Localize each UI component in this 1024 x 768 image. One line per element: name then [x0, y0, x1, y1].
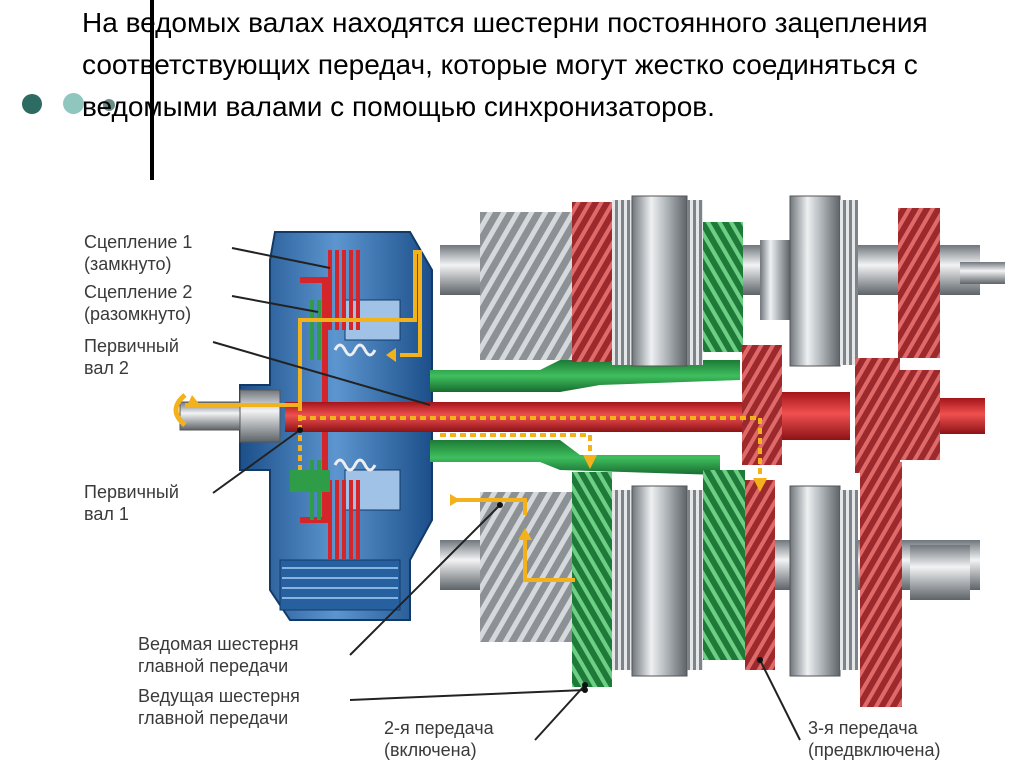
input-shaft-2-label: Первичный: [84, 336, 179, 356]
title-divider: [150, 0, 154, 180]
power-flow-arrowheads: [386, 348, 767, 540]
input-shaft-1-label: Первичный: [84, 482, 179, 502]
leader-lines: [212, 247, 801, 741]
rotation-arrowhead-icon: [186, 395, 200, 408]
bullet-dot: [103, 99, 115, 111]
driven-main-gear-label: Ведомая шестерня: [138, 634, 299, 654]
bullet-dot: [22, 94, 42, 114]
clutch-springs: [333, 343, 377, 472]
upper-output-shaft: [440, 195, 1005, 367]
bullet-dot: [63, 93, 84, 114]
driven-main-gear-label-2: главной передачи: [138, 656, 289, 676]
gear2-state: (включена): [384, 740, 477, 760]
input-shaft-1-number: вал 1: [84, 504, 129, 524]
gear2-label: 2-я передача: [384, 718, 494, 738]
input-shaft-gears: [742, 345, 940, 473]
clutch1-label: Сцепление 1: [84, 232, 193, 252]
input-shaft-2: [430, 360, 740, 475]
slide-title: На ведомых валах находятся шестерни пост…: [82, 7, 928, 122]
clutch2-state: (разомкнуто): [84, 304, 192, 324]
drive-main-gear-label-2: главной передачи: [138, 708, 289, 728]
drive-main-gear-label: Ведущая шестерня: [138, 686, 300, 706]
clutch2-plates: [290, 300, 330, 520]
rotation-arrow-icon: [173, 393, 187, 427]
clutch1-state: (замкнуто): [84, 254, 172, 274]
power-flow: [185, 250, 762, 582]
input-shaft-2-number: вал 2: [84, 358, 129, 378]
gear3-label: 3-я передача: [808, 718, 918, 738]
gear3-state: (предвключена): [808, 740, 941, 760]
clutch2-label: Сцепление 2: [84, 282, 193, 302]
clutch1-plates: [300, 250, 360, 560]
drive-flange: [179, 389, 281, 443]
leader-dots: [297, 427, 763, 693]
